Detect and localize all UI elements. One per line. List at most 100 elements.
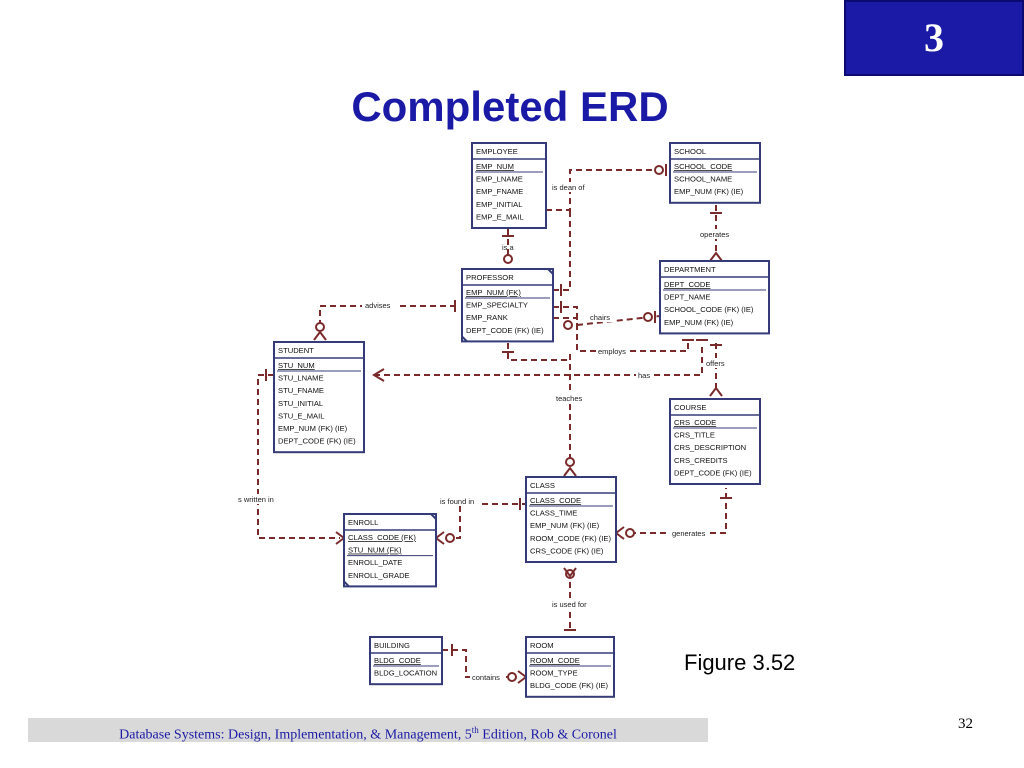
entity-course-attr-0: CRS_TITLE [674,431,715,440]
zero-symbol-room-contains [507,672,517,682]
entity-student-pk-0: STU_NUM [278,361,315,370]
chapter-number-box: 3 [844,0,1024,76]
crowfoot-room-contains [517,670,528,684]
footer-text-rest: Edition, Rob & Coronel [478,727,617,743]
relationship-symbols [265,164,732,684]
entity-department-name: DEPARTMENT [664,265,716,274]
entity-class-attr-3: CRS_CODE (FK) (IE) [530,546,604,555]
entity-enroll-corner-bottom [343,580,350,588]
entity-professor-pk-0: EMP_NUM (FK) [466,288,521,297]
entity-enroll-corner [430,513,437,520]
entity-professor-corner-bottom [461,335,468,343]
entity-course-attr-3: DEPT_CODE (FK) (IE) [674,468,752,477]
rel-label-generates: generates [672,529,706,538]
entity-department-attr-0: DEPT_NAME [664,293,710,302]
entity-enroll-name: ENROLL [348,518,378,527]
rel-label-written-in: s written in [238,495,274,504]
entity-department-attr-1: SCHOOL_CODE (FK) (IE) [664,305,754,314]
rel-label-has: has [638,371,650,380]
entity-enroll-attr-1: ENROLL_GRADE [348,571,410,580]
entity-student-attr-5: DEPT_CODE (FK) (IE) [278,437,356,446]
entity-building-pk-0: BLDG_CODE [374,656,421,665]
rel-label-teaches: teaches [556,394,583,403]
entity-class-pk-0: CLASS_CODE [530,496,581,505]
rel-label-operates: operates [700,230,729,239]
entity-student-attr-3: STU_E_MAIL [278,411,324,420]
zero-symbol-class-generates [625,528,635,538]
entity-department-attr-2: EMP_NUM (FK) (IE) [664,318,734,327]
zero-symbol-department-chairs [643,312,653,322]
entity-school-name: SCHOOL [674,147,706,156]
chapter-number: 3 [924,15,944,60]
entity-student-attr-0: STU_LNAME [278,374,324,383]
entity-department: DEPARTMENTDEPT_CODEDEPT_NAMESCHOOL_CODE … [659,260,770,335]
entity-professor-corner [547,268,554,275]
zero-symbol-enroll-found [445,533,455,543]
entity-enroll-attr-0: ENROLL_DATE [348,558,402,567]
entity-employee-attr-2: EMP_INITIAL [476,200,522,209]
entity-student-name: STUDENT [278,346,314,355]
entity-enroll-pk-0: CLASS_CODE (FK) [348,533,416,542]
entity-employee-attr-1: EMP_FNAME [476,187,523,196]
rel-line-professor-dean [553,210,571,291]
crowfoot-class-generates [614,526,625,540]
zero-symbol-professor-isa [503,254,513,264]
zero-symbol-chairs [563,320,573,330]
rel-line-chairs [576,315,661,326]
entity-room-frame [525,636,615,698]
rel-label-used-for: is used for [552,600,587,609]
entity-professor-frame [461,268,554,343]
rel-label-found-in: is found in [440,497,474,506]
zero-symbol-student-advises [315,322,325,332]
entity-course-pk-0: CRS_CODE [674,418,716,427]
entity-boxes: EMPLOYEE EMP_NUM EMP_LNAME EMP_FNAME EMP_INI… [273,142,770,698]
page-number: 32 [958,716,973,732]
crowfoot-course-offers [709,386,723,397]
rel-label-employs: employs [598,347,626,356]
figure-caption: Figure 3.52 [684,650,796,675]
entity-course-attr-2: CRS_CREDITS [674,456,728,465]
rel-label-advises: advises [365,301,391,310]
entity-course-frame [669,398,761,485]
rel-line-generates [630,488,727,534]
entity-room-name: ROOM [530,641,554,650]
entity-student-attr-4: EMP_NUM (FK) (IE) [278,424,348,433]
crowfoot-enroll-found [434,531,445,545]
entity-school-attr-0: SCHOOL_NAME [674,175,732,184]
zero-symbol-class-teaches [565,457,575,467]
entity-professor-attr-1: EMP_RANK [466,313,508,322]
entity-room-attr-1: BLDG_CODE (FK) (IE) [530,681,609,690]
relationship-labels: is dean of is a operates advises chairs … [236,182,730,682]
rel-line-employs [553,317,689,352]
entity-room-pk-0: ROOM_CODE [530,656,580,665]
zero-symbol-school [654,165,664,175]
entity-building-frame [369,636,443,686]
footer-bar: Database Systems: Design, Implementation… [28,718,708,744]
footer-text-sup: th [471,725,479,735]
entity-employee-attr-0: EMP_LNAME [476,175,523,184]
crowfoot-student-advises [313,330,327,341]
entity-building-attr-0: BLDG_LOCATION [374,669,437,678]
entity-employee-attr-3: EMP_E_MAIL [476,212,524,221]
entity-professor-attr-2: DEPT_CODE (FK) (IE) [466,326,544,335]
entity-employee: EMPLOYEE EMP_NUM EMP_LNAME EMP_FNAME EMP_INI… [471,142,547,229]
entity-class-attr-2: ROOM_CODE (FK) (IE) [530,534,611,543]
rel-label-chairs: chairs [590,313,610,322]
entity-employee-pk-0: EMP_NUM [476,162,514,171]
rel-label-is-a: is a [502,243,515,252]
entity-enroll-pk-1: STU_NUM (FK) [348,546,402,555]
entity-student-attr-1: STU_FNAME [278,386,324,395]
entity-building-name: BUILDING [374,641,410,650]
entity-class-name: CLASS [530,481,555,490]
footer-text: Database Systems: Design, Implementation… [28,722,708,744]
entity-student-frame [273,341,365,454]
entity-employee-name: EMPLOYEE [476,147,518,156]
entity-course-name: COURSE [674,403,707,412]
entity-class-frame [525,476,617,563]
entity-class-attr-0: CLASS_TIME [530,509,577,518]
rel-label-is-dean-of: is dean of [552,183,585,192]
entity-school-frame [669,142,761,204]
